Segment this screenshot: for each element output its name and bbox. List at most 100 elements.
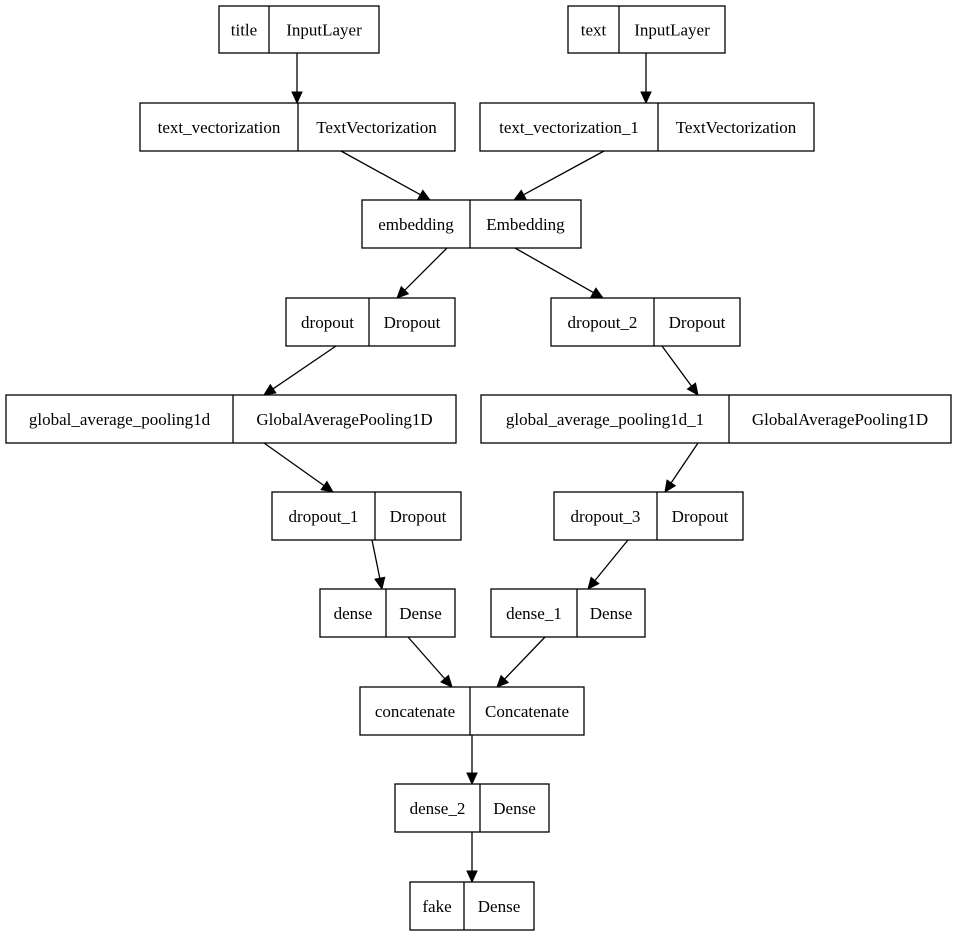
edge-line xyxy=(523,150,605,196)
node-layer-name: embedding xyxy=(378,215,454,234)
arrowhead-icon xyxy=(496,674,510,688)
node-layer-type: Concatenate xyxy=(485,702,569,721)
edge-line xyxy=(340,150,421,196)
layer-node-dropout: dropout Dropout xyxy=(285,297,456,347)
node-layer-name: text_vectorization_1 xyxy=(499,118,639,137)
node-box xyxy=(480,394,952,444)
nodes-layer: title InputLayer text InputLayer text_vector… xyxy=(5,5,952,931)
node-layer-type: Dropout xyxy=(390,507,447,526)
node-layer-name: title xyxy=(231,21,257,40)
node-layer-type: InputLayer xyxy=(286,21,362,40)
edge-embedding-to-dropout xyxy=(396,247,448,299)
node-box xyxy=(550,297,741,347)
node-layer-type: Dropout xyxy=(672,507,729,526)
edge-text-to-text_vectorization_1 xyxy=(640,53,652,105)
node-layer-name: dense_2 xyxy=(410,799,466,818)
node-layer-type: Dropout xyxy=(669,313,726,332)
node-box xyxy=(409,881,535,931)
arrowhead-icon xyxy=(512,189,527,201)
edge-line xyxy=(670,442,699,484)
layer-node-dense_1: dense_1 Dense xyxy=(490,588,646,638)
node-layer-type: GlobalAveragePooling1D xyxy=(256,410,432,429)
node-layer-name: dense xyxy=(334,604,373,623)
layer-node-global_average_pooling1d: global_average_pooling1d GlobalAveragePoo… xyxy=(5,394,457,444)
node-layer-name: global_average_pooling1d xyxy=(29,410,211,429)
arrowhead-icon xyxy=(440,674,453,688)
arrowhead-icon xyxy=(640,91,652,105)
node-box xyxy=(5,394,457,444)
edge-title-to-text_vectorization xyxy=(291,53,303,105)
layer-node-text: text InputLayer xyxy=(567,5,726,54)
edge-line xyxy=(404,247,448,291)
node-box xyxy=(359,686,585,736)
layer-node-dense: dense Dense xyxy=(319,588,456,638)
edge-dense_2-to-fake xyxy=(466,832,478,884)
edge-dropout-to-global_average_pooling1d xyxy=(263,345,337,396)
node-layer-name: dropout_2 xyxy=(568,313,638,332)
edge-line xyxy=(504,636,546,680)
layer-node-dense_2: dense_2 Dense xyxy=(394,783,550,833)
edges-layer xyxy=(263,53,699,884)
edge-dense_1-to-concatenate xyxy=(496,636,546,688)
node-layer-name: concatenate xyxy=(375,702,455,721)
edge-text_vectorization_1-to-embedding xyxy=(512,150,605,201)
edge-embedding-to-dropout_2 xyxy=(514,247,605,299)
node-box xyxy=(319,588,456,638)
node-box xyxy=(285,297,456,347)
edge-text_vectorization-to-embedding xyxy=(340,150,432,201)
node-layer-type: TextVectorization xyxy=(676,118,797,137)
edge-line xyxy=(407,636,446,680)
arrowhead-icon xyxy=(590,287,605,299)
node-layer-name: dropout_1 xyxy=(289,507,359,526)
arrowhead-icon xyxy=(396,285,410,299)
edge-line xyxy=(371,539,381,579)
edge-line xyxy=(514,247,594,294)
arrowhead-icon xyxy=(417,189,432,201)
node-layer-type: Dense xyxy=(493,799,535,818)
node-layer-type: Dense xyxy=(478,897,520,916)
node-layer-type: Embedding xyxy=(486,215,565,234)
node-box xyxy=(271,491,462,541)
edge-global_average_pooling1d_1-to-dropout_3 xyxy=(664,442,699,494)
edge-dense-to-concatenate xyxy=(407,636,453,688)
edge-line xyxy=(594,539,629,581)
node-box xyxy=(479,102,815,152)
node-box xyxy=(553,491,744,541)
layer-node-text_vectorization_1: text_vectorization_1 TextVectorization xyxy=(479,102,815,152)
node-box xyxy=(394,783,550,833)
edge-line xyxy=(661,345,693,387)
node-layer-type: TextVectorization xyxy=(316,118,437,137)
arrowhead-icon xyxy=(263,383,277,396)
node-layer-type: Dense xyxy=(399,604,441,623)
node-layer-type: GlobalAveragePooling1D xyxy=(752,410,928,429)
edge-line xyxy=(272,345,337,390)
node-layer-name: dense_1 xyxy=(506,604,562,623)
edge-global_average_pooling1d-to-dropout_1 xyxy=(263,442,334,493)
node-layer-type: Dropout xyxy=(384,313,441,332)
arrowhead-icon xyxy=(664,479,677,494)
arrowhead-icon xyxy=(466,772,478,786)
layer-node-fake: fake Dense xyxy=(409,881,535,931)
arrowhead-icon xyxy=(587,576,600,590)
layer-node-dropout_1: dropout_1 Dropout xyxy=(271,491,462,541)
node-layer-type: InputLayer xyxy=(634,21,710,40)
edge-concatenate-to-dense_2 xyxy=(466,735,478,786)
node-layer-type: Dense xyxy=(590,604,632,623)
node-box xyxy=(567,5,726,54)
node-box xyxy=(361,199,582,249)
node-layer-name: fake xyxy=(422,897,451,916)
layer-node-dropout_2: dropout_2 Dropout xyxy=(550,297,741,347)
layer-node-embedding: embedding Embedding xyxy=(361,199,582,249)
node-layer-name: dropout xyxy=(301,313,354,332)
node-box xyxy=(218,5,380,54)
edge-dropout_2-to-global_average_pooling1d_1 xyxy=(661,345,699,396)
arrowhead-icon xyxy=(686,382,699,396)
arrowhead-icon xyxy=(320,480,334,493)
layer-node-concatenate: concatenate Concatenate xyxy=(359,686,585,736)
node-layer-name: text xyxy=(581,21,607,40)
edge-dropout_1-to-dense xyxy=(371,539,386,591)
